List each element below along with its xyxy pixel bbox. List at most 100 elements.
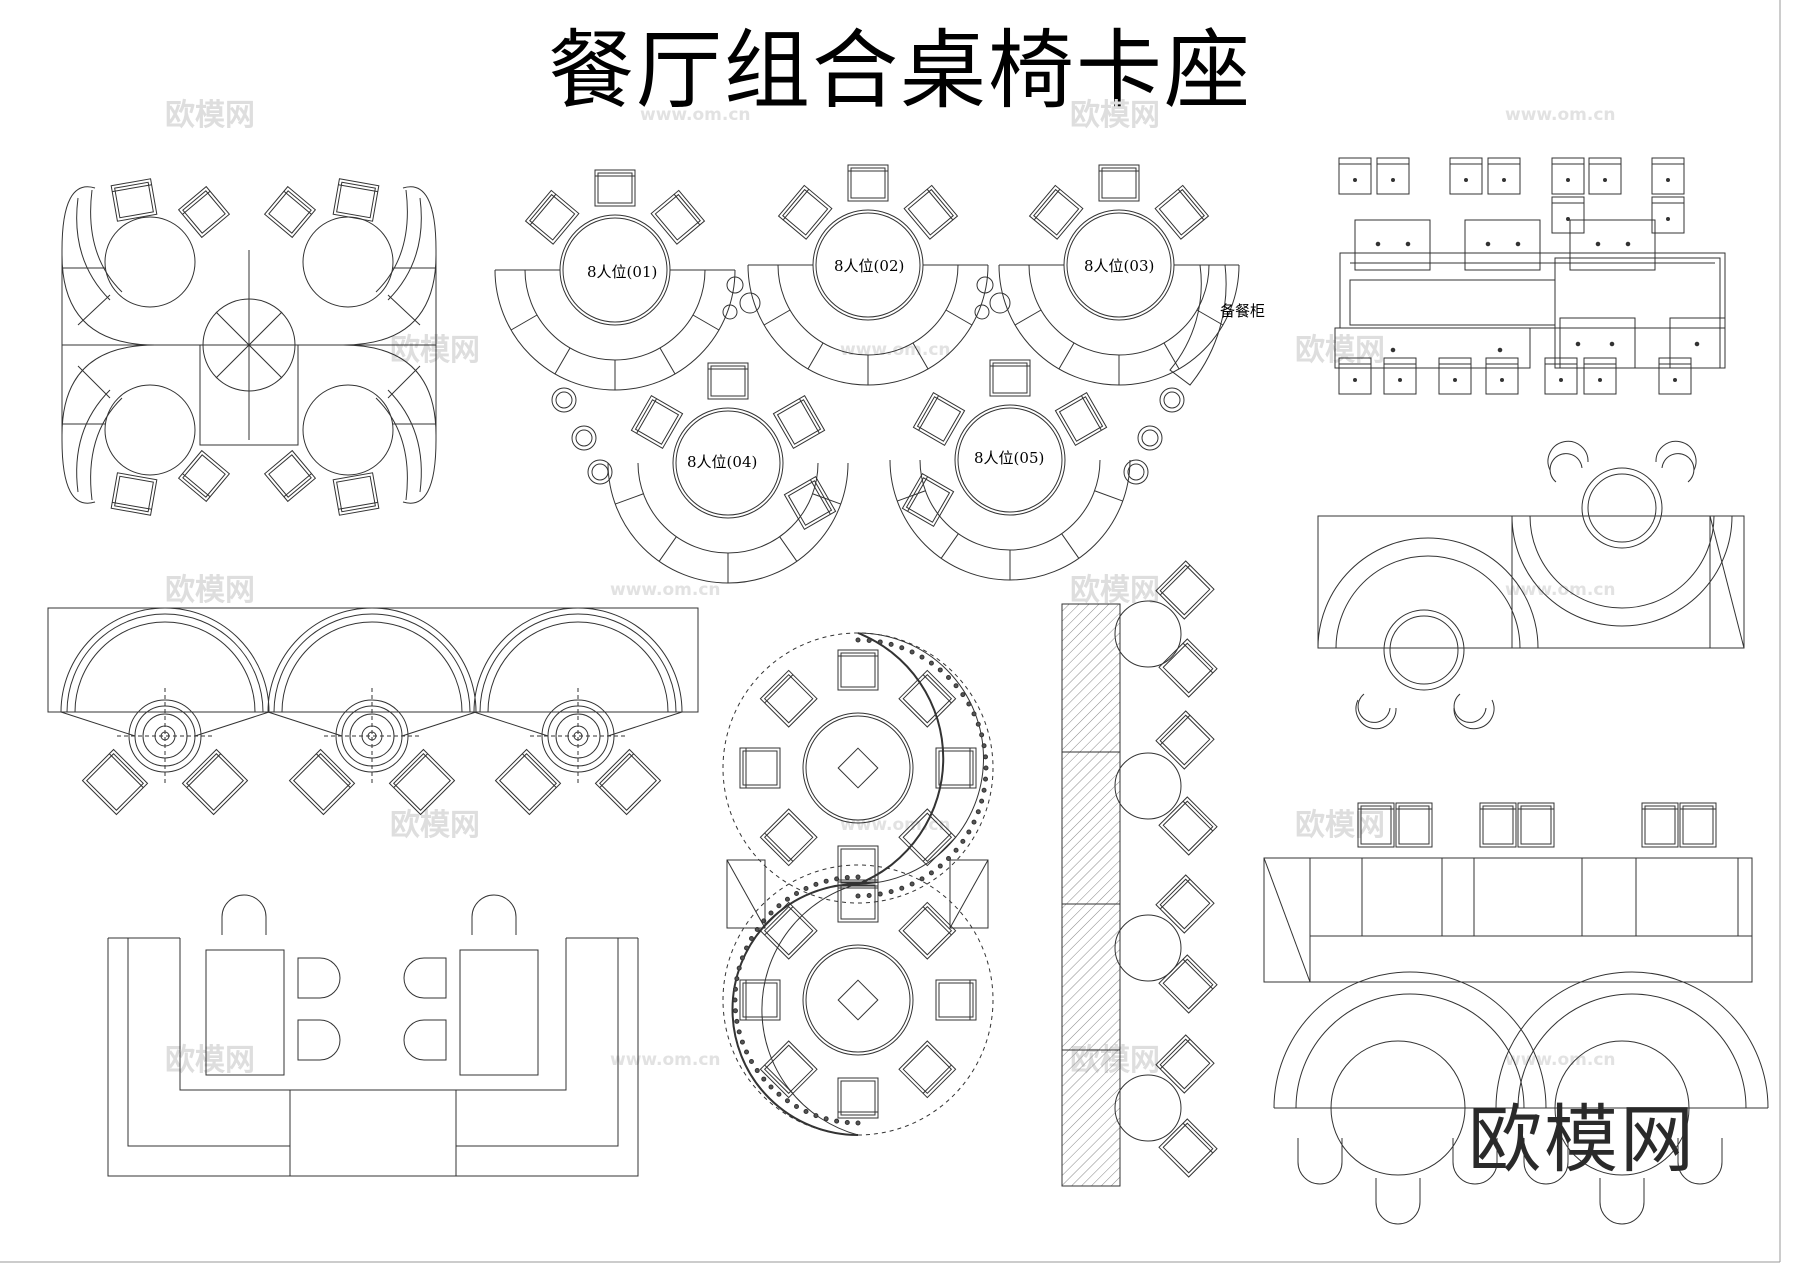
table-label-04: 8人位(04): [687, 453, 757, 471]
watermark-url: www.om.cn: [1505, 1050, 1616, 1070]
stool: [1486, 358, 1518, 394]
chair: [848, 165, 888, 201]
chair: [82, 749, 147, 814]
u-booth-group: [108, 895, 638, 1176]
arc-booth: [474, 608, 682, 815]
round-booth-group: [495, 165, 1239, 583]
chair: [179, 187, 230, 238]
chair: [111, 179, 157, 221]
chair: [773, 396, 824, 449]
round-chair: [1600, 1178, 1644, 1224]
chair: [1099, 165, 1139, 201]
chair: [990, 360, 1030, 396]
chair: [760, 670, 817, 727]
chair: [526, 190, 579, 244]
booth-2: [748, 165, 988, 385]
chair: [1030, 185, 1083, 239]
watermark-logo: 欧模网: [390, 808, 480, 843]
chair: [1159, 797, 1217, 855]
booth-1: [495, 170, 735, 390]
chair: [779, 185, 832, 239]
chair: [182, 749, 247, 814]
chair: [760, 1041, 817, 1098]
chair: [1159, 639, 1217, 697]
chair: [1642, 803, 1678, 847]
chair: [936, 748, 976, 788]
chair: [495, 749, 560, 814]
watermark-logo: 欧模网: [165, 573, 255, 608]
watermark-url: www.om.cn: [640, 105, 751, 125]
chair: [740, 748, 780, 788]
chair: [595, 170, 635, 206]
table-label-01: 8人位(01): [587, 263, 657, 281]
chair: [265, 451, 316, 502]
watermark-url: www.om.cn: [1505, 580, 1616, 600]
chair: [760, 809, 817, 866]
chair: [289, 749, 354, 814]
stool: [1450, 158, 1482, 194]
chair: [1680, 803, 1716, 847]
arc-booth: [61, 608, 269, 815]
counter-table-group: [1335, 158, 1725, 394]
stool: [1552, 158, 1584, 194]
chair: [1396, 803, 1432, 847]
chair: [740, 980, 780, 1020]
chair: [708, 363, 748, 399]
chair: [902, 474, 953, 527]
stool: [1488, 158, 1520, 194]
chair: [265, 187, 316, 238]
watermark-url: www.om.cn: [840, 340, 951, 360]
chair: [631, 396, 682, 449]
stool: [1652, 158, 1684, 194]
watermark-logo: 欧模网: [1070, 573, 1160, 608]
chair: [1480, 803, 1516, 847]
chair: [936, 980, 976, 1020]
round-chair: [1524, 1138, 1568, 1184]
stool: [1584, 358, 1616, 394]
watermark-url: www.om.cn: [1505, 105, 1616, 125]
chair: [595, 749, 660, 814]
table-label-02: 8人位(02): [834, 257, 904, 275]
watermark-layer: 欧模网欧模网欧模网欧模网欧模网欧模网欧模网欧模网欧模网欧模网www.om.cnw…: [165, 98, 1616, 1078]
stool: [1439, 358, 1471, 394]
watermark-logo: 欧模网: [1070, 98, 1160, 133]
stool: [1652, 197, 1684, 233]
booth-4: [608, 363, 848, 583]
watermark-url: www.om.cn: [840, 815, 951, 835]
watermark-logo: 欧模网: [390, 333, 480, 368]
chair: [333, 179, 379, 221]
chair: [784, 477, 835, 530]
chair: [838, 846, 878, 886]
chair: [899, 1041, 956, 1098]
round-chair: [1376, 1178, 1420, 1224]
watermark-url: www.om.cn: [610, 580, 721, 600]
brand-logo: 欧模网: [1468, 1097, 1696, 1183]
chair: [1156, 1035, 1214, 1093]
chair: [179, 451, 230, 502]
arc-booth: [268, 608, 476, 815]
service-cabinet-label: 备餐柜: [1220, 302, 1265, 320]
chair: [899, 670, 956, 727]
stool: [1552, 197, 1584, 233]
round-chair: [1298, 1138, 1342, 1184]
chair: [1518, 803, 1554, 847]
bar-halfround-group: [1264, 803, 1768, 1224]
chair: [389, 749, 454, 814]
stool: [1339, 358, 1371, 394]
chair: [899, 902, 956, 959]
round-chair: [1678, 1138, 1722, 1184]
chair: [838, 650, 878, 690]
watermark-url: www.om.cn: [610, 1050, 721, 1070]
chair: [904, 185, 957, 239]
s-curve-partition-group: [723, 633, 993, 1135]
booth-5: [890, 360, 1130, 580]
semicircle-bar-group: [1318, 441, 1744, 728]
quad-booth-cluster: [62, 179, 436, 515]
chair: [1159, 1119, 1217, 1177]
round-chair: [1453, 1138, 1497, 1184]
booth-3: [999, 165, 1239, 385]
long-booth-column: [1062, 561, 1217, 1186]
stool: [1659, 358, 1691, 394]
